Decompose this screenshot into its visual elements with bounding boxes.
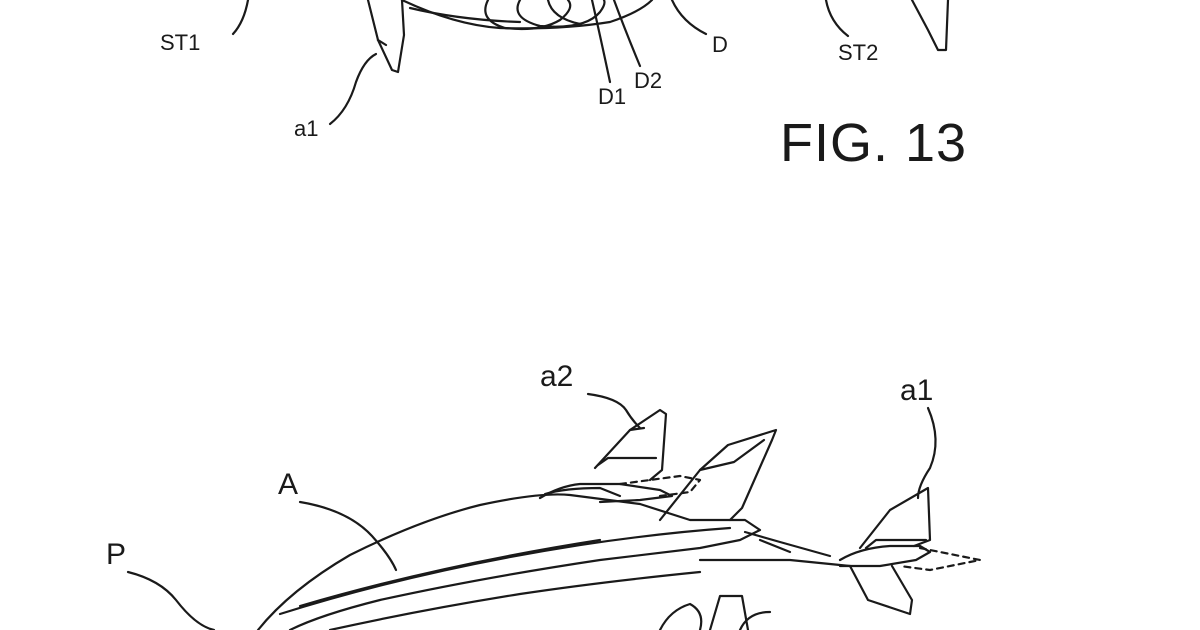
fig13-duct-loops [484, 0, 606, 31]
leader-a2 [586, 392, 642, 430]
fig13-left-fin [366, 0, 406, 74]
label-d2: D2 [634, 68, 663, 93]
leader-a [298, 500, 398, 572]
leader-a1-top [328, 52, 378, 126]
leader-st2 [824, 0, 850, 38]
leader-d2 [612, 0, 642, 68]
figure-caption: FIG. 13 [780, 113, 968, 173]
vehicle-a1-lower [838, 486, 932, 616]
label-d1: D1 [598, 84, 627, 109]
leader-a1-bottom [916, 406, 937, 500]
label-a2: a2 [540, 360, 574, 393]
fig13-right-fin [910, 0, 950, 52]
label-st2: ST2 [838, 40, 879, 65]
label-a: A [278, 468, 299, 501]
fig13-body [400, 0, 654, 30]
vehicle-a1-dashed [898, 546, 982, 572]
label-a1-top: a1 [294, 116, 319, 141]
vehicle-a2-dashed [618, 474, 702, 498]
label-a1-bottom: a1 [900, 374, 934, 407]
leader-d1 [590, 0, 612, 84]
label-p: P [106, 538, 127, 571]
leader-d [670, 0, 708, 36]
vehicle-a2 [538, 408, 674, 504]
leader-st1 [231, 0, 250, 36]
label-st1: ST1 [160, 30, 201, 55]
landing-gear [658, 594, 772, 630]
aircraft-a [256, 428, 852, 630]
leader-p [126, 570, 216, 630]
label-d: D [712, 32, 728, 57]
